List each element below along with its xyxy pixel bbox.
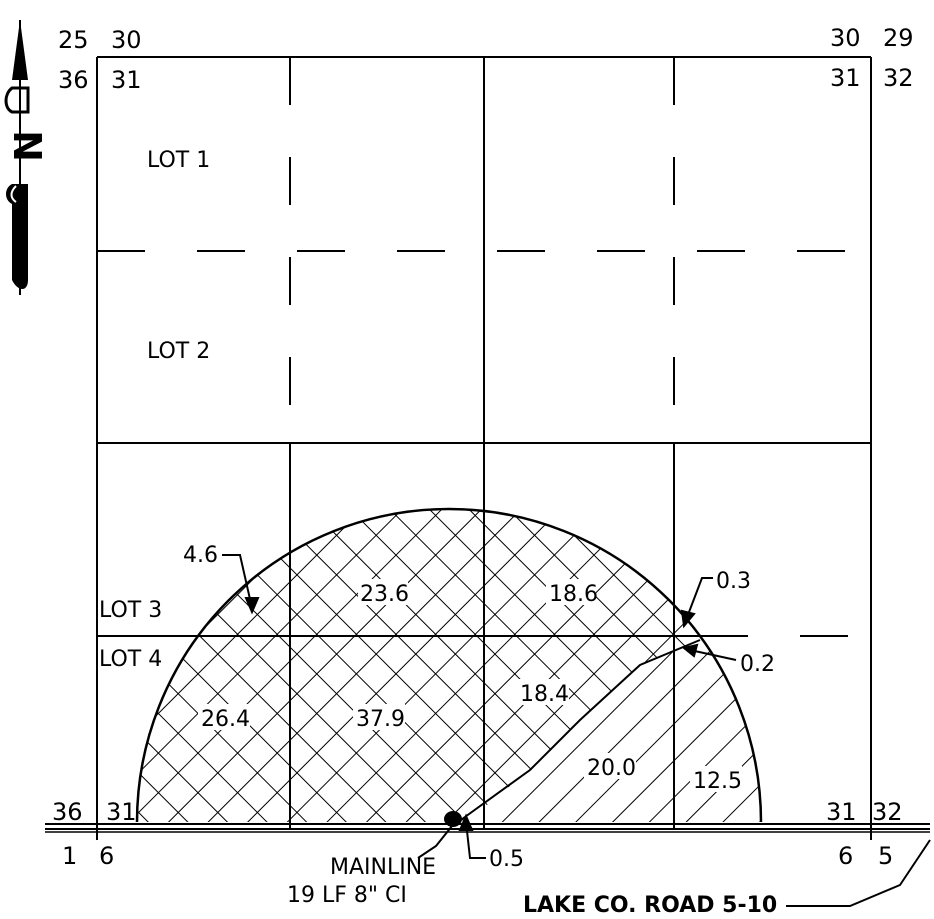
corner-label: 31 — [826, 798, 857, 826]
label-text: 4.6 — [183, 543, 218, 568]
label-text: 0.3 — [716, 569, 751, 594]
area-label-12.5: 12.5 — [690, 766, 742, 794]
north-arrow-icon: N — [4, 20, 49, 295]
hatch-boundary — [457, 639, 701, 823]
area-label-0.3: 0.3 — [714, 566, 756, 594]
corner-numbers-bottom-left: 36 31 1 6 — [52, 798, 137, 870]
mainline-marker-icon — [444, 811, 462, 827]
area-label-20.0: 20.0 — [584, 753, 636, 781]
corner-label: 31 — [106, 798, 137, 826]
corner-label: 1 — [62, 842, 77, 870]
corner-numbers-top-right: 30 29 31 32 — [830, 24, 914, 92]
corner-label: 5 — [878, 842, 893, 870]
section-grid — [45, 56, 930, 840]
corner-label: 31 — [830, 64, 861, 92]
corner-label: 36 — [58, 66, 89, 94]
mainline-label: MAINLINE 19 LF 8" CI — [287, 855, 436, 908]
corner-label: 31 — [111, 66, 142, 94]
lot-label: LOT 1 — [147, 148, 210, 173]
area-label-23.6: 23.6 — [358, 579, 409, 607]
label-text: 0.5 — [489, 847, 524, 872]
label-text: 20.0 — [587, 756, 636, 781]
label-text: 18.4 — [520, 682, 569, 707]
area-labels: 4.6 23.6 18.6 0.3 0.2 26.4 37.9 18.4 20.… — [180, 540, 780, 872]
corner-label: 32 — [872, 798, 903, 826]
road-label: LAKE CO. ROAD 5-10 — [523, 893, 777, 918]
lot-labels: LOT 1 LOT 2 LOT 3 LOT 4 — [99, 148, 210, 672]
label-text: 18.6 — [549, 582, 598, 607]
lot-label: LOT 2 — [147, 339, 210, 364]
area-label-26.4: 26.4 — [198, 704, 250, 732]
corner-label: 36 — [52, 798, 83, 826]
label-text: 12.5 — [693, 769, 742, 794]
label-text: 0.2 — [740, 652, 775, 677]
label-text: 37.9 — [356, 707, 405, 732]
semicircle-outline — [135, 507, 763, 823]
label-text: 23.6 — [360, 582, 409, 607]
area-label-4.6: 4.6 — [180, 540, 222, 568]
area-label-37.9: 37.9 — [353, 704, 405, 732]
mainline-title: MAINLINE — [330, 855, 436, 880]
area-label-0.2: 0.2 — [738, 649, 780, 677]
mainline-spec: 19 LF 8" CI — [287, 883, 407, 908]
north-letter: N — [5, 130, 49, 162]
leader-lines — [222, 554, 931, 907]
corner-label: 25 — [58, 26, 89, 54]
area-label-0.5: 0.5 — [487, 846, 529, 872]
corner-label: 30 — [111, 26, 142, 54]
label-text: 26.4 — [201, 707, 250, 732]
corner-label: 6 — [838, 842, 853, 870]
corner-label: 30 — [830, 24, 861, 52]
lot-label: LOT 4 — [99, 647, 162, 672]
area-label-18.4: 18.4 — [517, 679, 569, 707]
corner-label: 6 — [99, 842, 114, 870]
area-label-18.6: 18.6 — [546, 579, 598, 607]
lot-label: LOT 3 — [99, 598, 162, 623]
corner-numbers-top-left: 25 30 36 31 — [58, 26, 142, 94]
corner-label: 32 — [883, 64, 914, 92]
corner-numbers-bottom-right: 31 32 6 5 — [826, 798, 903, 870]
corner-label: 29 — [883, 24, 914, 52]
